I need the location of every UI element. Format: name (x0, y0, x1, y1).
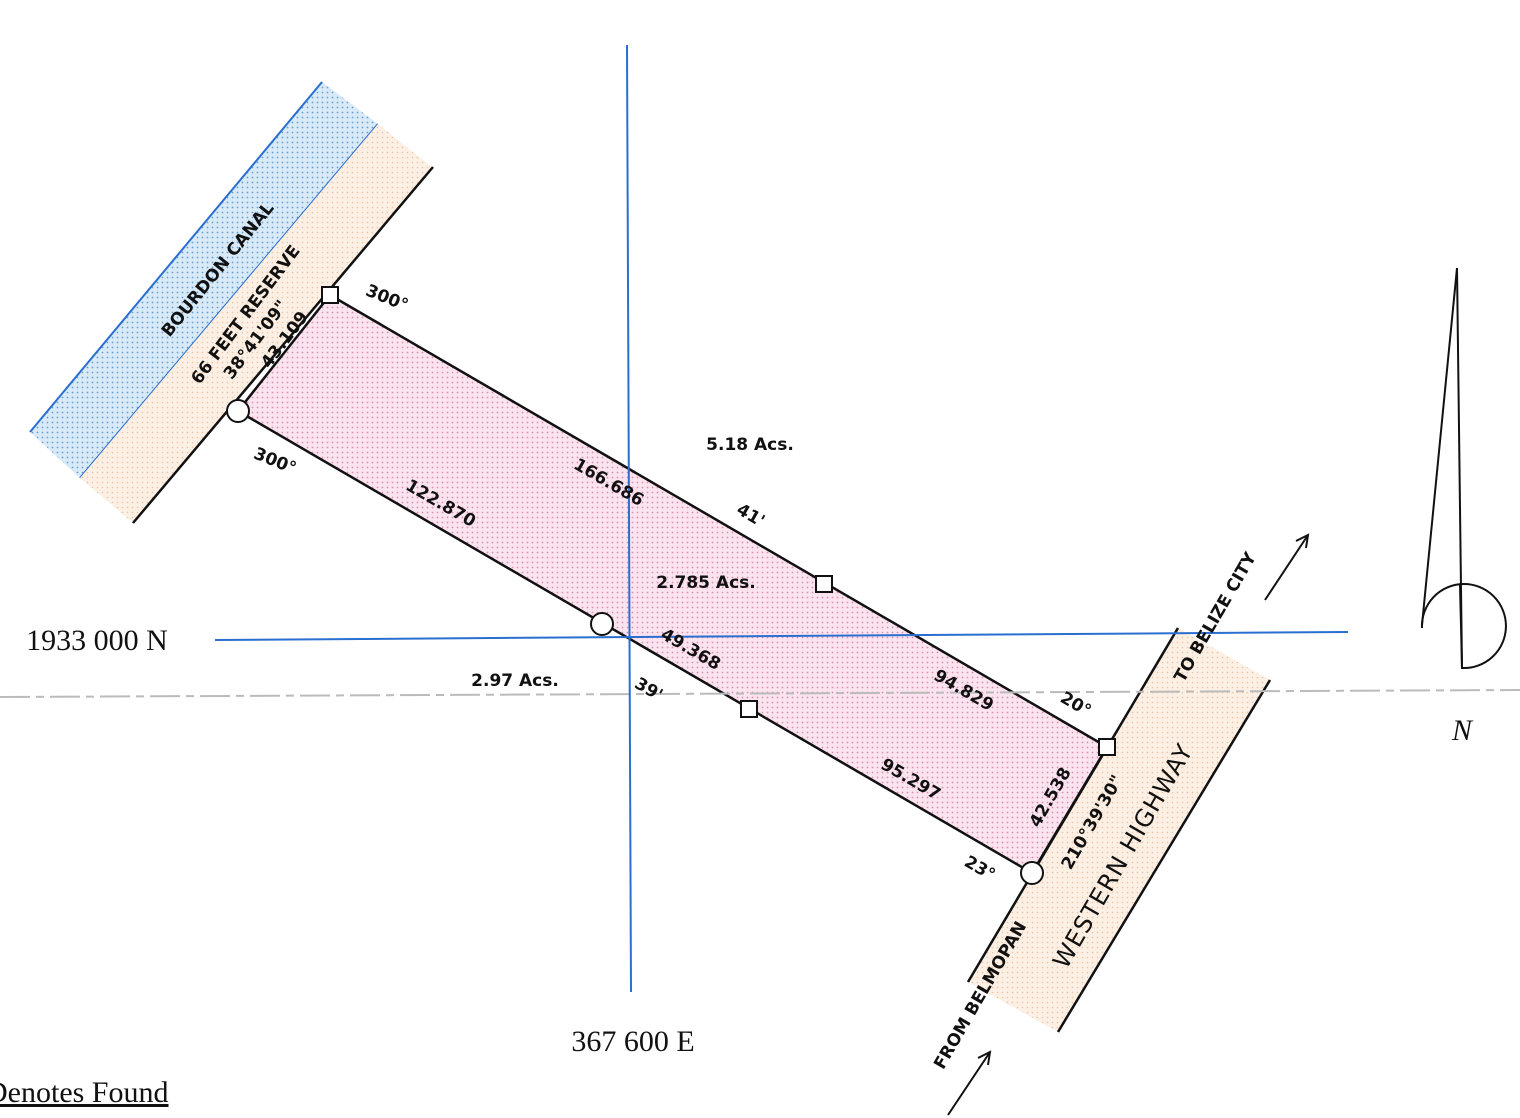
legend-text: Denotes Found (0, 1076, 169, 1109)
angle-label: 23° (961, 852, 999, 885)
found-marker-square (815, 575, 833, 593)
offset-label: 39' (631, 674, 666, 706)
easting-grid-line (626, 44, 632, 993)
found-marker-square (1098, 738, 1116, 756)
area-label: 5.18 Acs. (706, 435, 794, 455)
reserve-area (80, 124, 433, 523)
arrow-to-city (1264, 534, 1309, 601)
arrowhead-icon (977, 1050, 992, 1066)
found-marker-square (740, 700, 758, 718)
marker-circle (226, 399, 250, 423)
marker-circle (590, 612, 614, 636)
arrowhead-icon (1295, 533, 1310, 549)
canal-edge (29, 81, 323, 433)
north-arrow-icon (1420, 267, 1507, 670)
fold-line (0, 689, 1520, 698)
northing-grid-line (214, 631, 1349, 641)
highway-area (968, 628, 1270, 1032)
angle-label: 300° (363, 281, 411, 316)
marker-circle (1020, 861, 1044, 885)
canal-area (30, 82, 378, 478)
northing-label: 1933 000 N (26, 624, 168, 657)
easting-label: 367 600 E (571, 1025, 694, 1058)
arrow-from-city (947, 1051, 991, 1116)
reserve-boundary (132, 166, 434, 524)
north-label: N (1451, 714, 1474, 747)
area-label: 2.785 Acs. (656, 573, 756, 593)
angle-label: 300° (251, 444, 299, 479)
offset-label: 41' (733, 500, 768, 532)
found-marker-square (321, 286, 339, 304)
highway-edge (1056, 679, 1272, 1033)
area-label: 2.97 Acs. (471, 671, 559, 691)
